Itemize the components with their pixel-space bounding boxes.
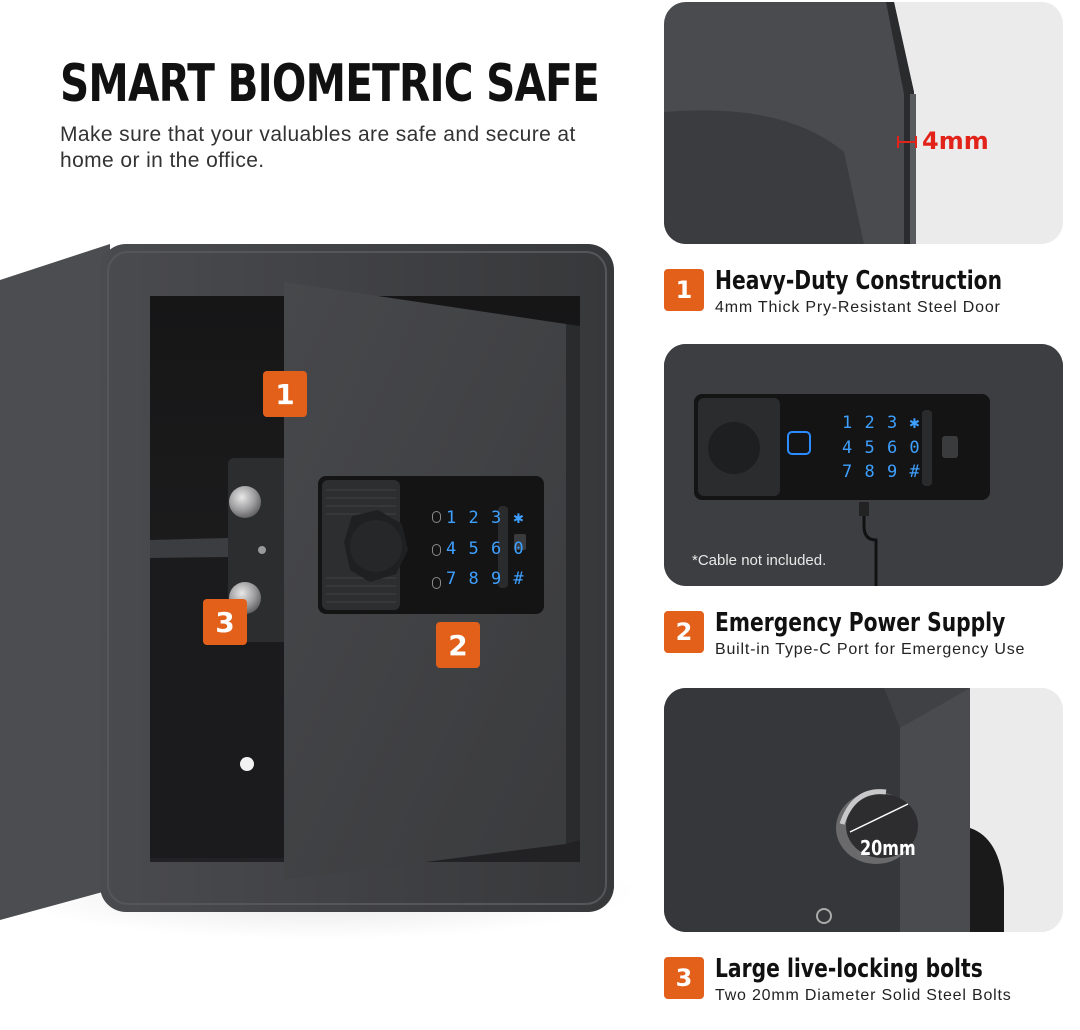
feature-desc-1: 4mm Thick Pry-Resistant Steel Door bbox=[715, 299, 1001, 316]
feature-desc-3: Two 20mm Diameter Solid Steel Bolts bbox=[715, 987, 1012, 1004]
measure-bracket-icon bbox=[897, 136, 917, 148]
keypad2-row-2: 4 5 6 0 bbox=[842, 438, 921, 458]
keypad2-row-1: 1 2 3 ✱ bbox=[842, 413, 921, 433]
safe-illustration bbox=[0, 244, 614, 920]
feature-title-1: Heavy-Duty Construction bbox=[715, 266, 1003, 296]
feature-desc-2: Built-in Type-C Port for Emergency Use bbox=[715, 641, 1026, 658]
door-thickness-panel bbox=[664, 2, 1063, 244]
feature-badge-2: 2 bbox=[664, 611, 704, 653]
page-title: SMART BIOMETRIC SAFE bbox=[60, 54, 600, 114]
bolt-diameter-label: 20mm bbox=[860, 836, 916, 860]
keypad-icon-col bbox=[432, 511, 441, 589]
callout-badge-2: 2 bbox=[436, 622, 480, 668]
door-closeup-image bbox=[664, 2, 1063, 244]
feature-title-3: Large live-locking bolts bbox=[715, 954, 983, 984]
keypad-row-1: 1 2 3 ✱ bbox=[446, 508, 525, 528]
keypad-closeup-image bbox=[664, 344, 1063, 586]
keypad-panel bbox=[664, 344, 1063, 586]
thickness-label: 4mm bbox=[922, 127, 989, 155]
feature-badge-1: 1 bbox=[664, 269, 704, 311]
page-subtitle: Make sure that your valuables are safe a… bbox=[60, 123, 576, 172]
keypad-row-2: 4 5 6 0 bbox=[446, 539, 525, 559]
callout-badge-1: 1 bbox=[263, 371, 307, 417]
keypad2-row-3: 7 8 9 # bbox=[842, 462, 921, 482]
lock-icon bbox=[432, 544, 441, 556]
feature-title-2: Emergency Power Supply bbox=[715, 608, 1006, 638]
cable-note: *Cable not included. bbox=[692, 552, 827, 569]
unlock-icon bbox=[432, 511, 441, 523]
bolt-panel bbox=[664, 688, 1063, 932]
callout-badge-3: 3 bbox=[203, 599, 247, 645]
feature-badge-3: 3 bbox=[664, 957, 704, 999]
keypad-row-3: 7 8 9 # bbox=[446, 569, 525, 589]
menu-icon bbox=[432, 577, 441, 589]
bolt-closeup-image bbox=[664, 688, 1063, 932]
